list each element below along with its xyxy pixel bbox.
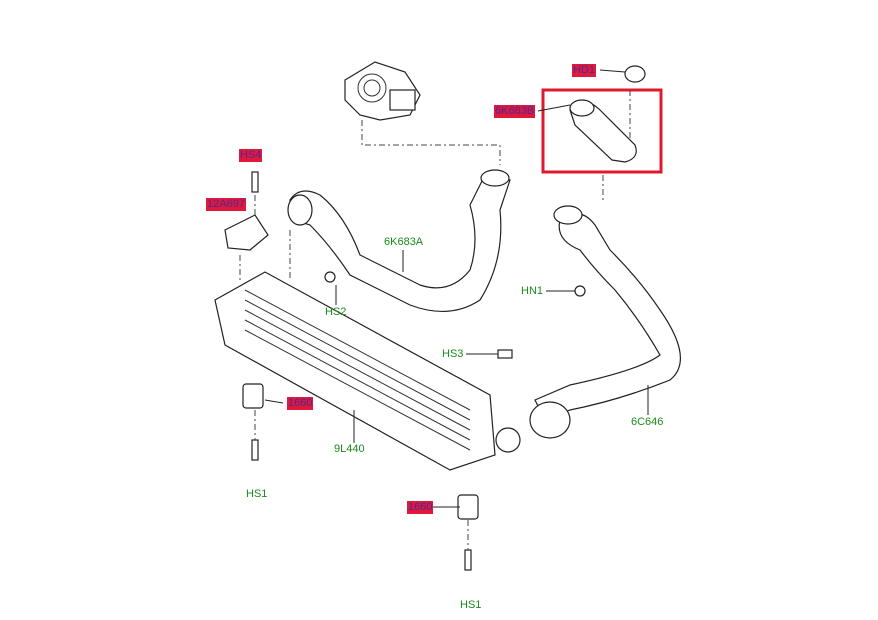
bolt-hs2	[324, 271, 336, 283]
clamp-hd1	[624, 65, 646, 83]
callout-1660-bottom[interactable]: 1660	[407, 501, 434, 514]
hose-6k683b	[569, 99, 637, 163]
mount-1660-bottom	[457, 494, 479, 520]
hose-6c646	[529, 205, 681, 439]
callout-hd1[interactable]: HD1	[572, 64, 597, 77]
label-9l440[interactable]: 9L440	[334, 443, 365, 455]
hose-6k683a	[287, 169, 511, 313]
label-hs1-left[interactable]: HS1	[246, 488, 268, 500]
callout-1660-left[interactable]: 1660	[287, 397, 314, 410]
dashed-links	[239, 90, 631, 550]
label-hs3[interactable]: HS3	[442, 348, 464, 360]
label-6c646[interactable]: 6C646	[631, 416, 664, 428]
label-6k683a[interactable]: 6K683A	[384, 236, 424, 248]
dashed-link	[361, 120, 501, 165]
sensor-12a697	[224, 214, 269, 251]
bolt-hs1-left	[251, 439, 259, 461]
callout-12a697[interactable]: 12A697	[206, 198, 246, 211]
bolt-hs3	[497, 349, 513, 359]
bolt-hs4	[251, 171, 259, 193]
callout-6k683b[interactable]: 6K683B	[494, 105, 536, 118]
bolt-hs1-bottom	[464, 549, 472, 571]
highlight-box	[541, 88, 663, 174]
label-hs1-bottom[interactable]: HS1	[460, 599, 482, 611]
nut-hn1	[574, 285, 586, 297]
throttle-body	[344, 61, 421, 121]
label-hs2[interactable]: HS2	[325, 306, 347, 318]
label-hn1[interactable]: HN1	[521, 285, 544, 297]
intercooler-9l440	[214, 271, 521, 471]
leader-lines	[264, 69, 649, 508]
mount-1660-left	[242, 383, 264, 409]
callout-hs4[interactable]: HS4	[239, 149, 263, 162]
